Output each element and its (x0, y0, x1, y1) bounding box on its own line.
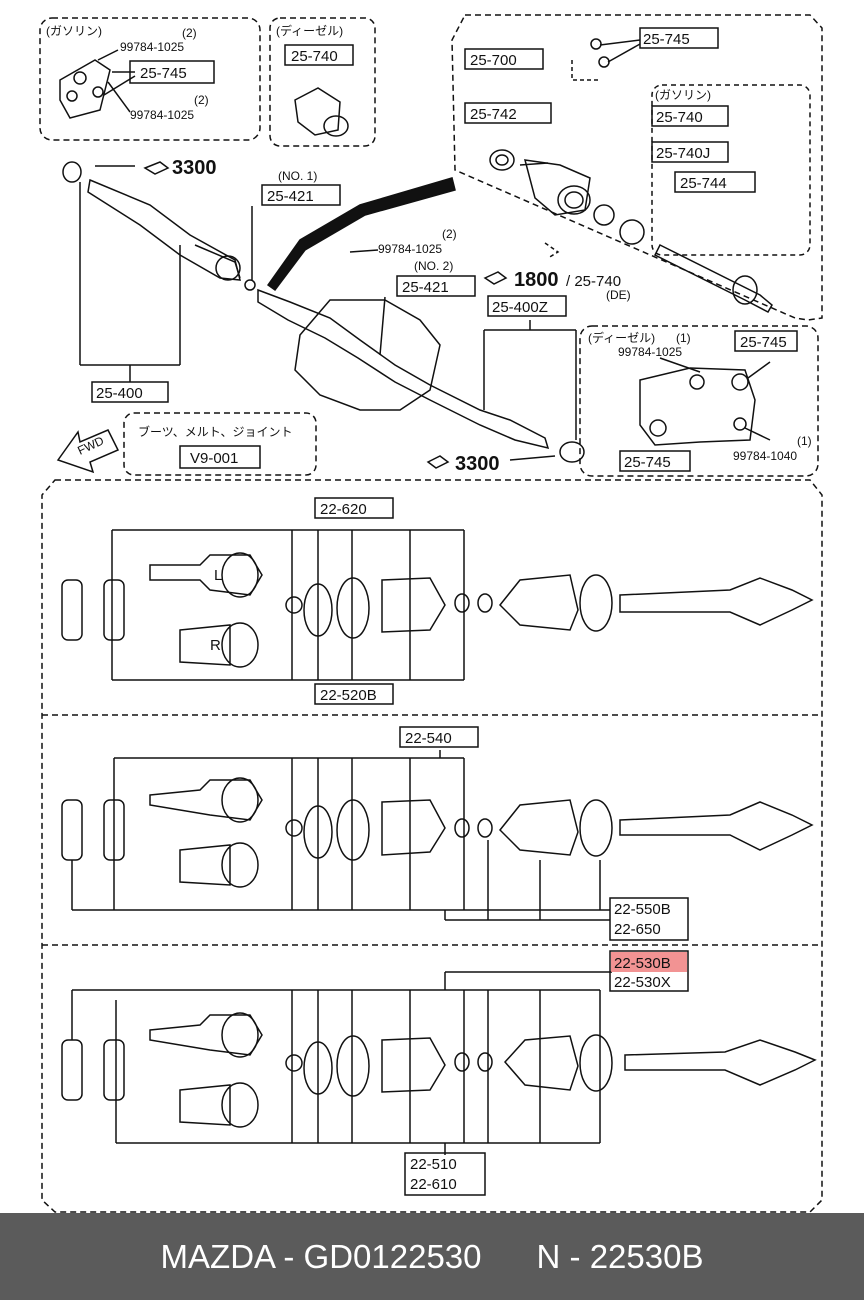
label-diesel: (ディーゼル) (276, 23, 343, 38)
diesel-bracket-box (269, 17, 376, 147)
label-gasoline: (ガソリン) (46, 24, 102, 38)
label-gasoline-2: (ガソリン) (655, 88, 711, 102)
label-22-530X: 22-530X (614, 974, 671, 991)
label-22-520B: 22-520B (320, 687, 377, 704)
diesel-bracket-box-2 (579, 325, 819, 477)
label-25-745-d: 25-745 (624, 454, 671, 471)
label-25-421-a: 25-421 (267, 188, 314, 205)
footer-part-number: N - 22530B (536, 1237, 704, 1275)
label-3300-a: 3300 (172, 157, 217, 179)
label-25-740-a: 25-740 (291, 48, 338, 65)
label-qty-2b: (2) (194, 93, 209, 107)
label-qty-1b: (1) (797, 434, 812, 448)
label-25-740J: 25-740J (656, 145, 710, 162)
label-25-740-b: 25-740 (656, 109, 703, 126)
boots-kit-box (123, 412, 317, 476)
label-22-650: 22-650 (614, 921, 661, 938)
highlight-22-530B (611, 952, 687, 972)
bearing-assembly-box (451, 14, 823, 321)
label-22-510: 22-510 (410, 1156, 457, 1173)
section-3-drawing (61, 971, 817, 1155)
label-25-400Z: 25-400Z (492, 299, 548, 316)
label-25-745-b: 25-745 (643, 31, 690, 48)
label-no2: (NO. 2) (414, 259, 453, 273)
label-diesel-2: (ディーゼル) (588, 330, 655, 345)
label-25-421-b: 25-421 (402, 279, 449, 296)
label-25-744: 25-744 (680, 175, 727, 192)
label-V9-001: V9-001 (190, 450, 238, 467)
section-1-drawing (61, 529, 814, 681)
label-no1: (NO. 1) (278, 169, 317, 183)
label-22-530B: 22-530B (614, 955, 671, 972)
label-qty-2a: (2) (182, 26, 197, 40)
label-25-700: 25-700 (470, 52, 517, 69)
label-bolt-1: 99784-1025 (120, 40, 184, 54)
footer-spacer (482, 1238, 537, 1276)
label-R: R (210, 637, 221, 654)
label-22-540: 22-540 (405, 730, 452, 747)
label-qty-2c: (2) (442, 227, 457, 241)
label-boots-kit: ブーツ、メルト、ジョイント (138, 424, 293, 439)
label-bolt-2: 99784-1025 (130, 108, 194, 122)
label-25-745-a: 25-745 (140, 65, 187, 82)
label-25-742: 25-742 (470, 106, 517, 123)
label-22-550B: 22-550B (614, 901, 671, 918)
part-number-footer: MAZDA - GD0122530 N - 22530B (0, 1213, 864, 1300)
label-qty-1a: (1) (676, 331, 691, 345)
label-22-610: 22-610 (410, 1176, 457, 1193)
label-3300-b: 3300 (455, 453, 500, 475)
label-1800: 1800 (514, 269, 559, 291)
footer-brand-part: MAZDA - GD0122530 (160, 1237, 482, 1275)
gasoline-bracket-box (39, 17, 261, 141)
parts-diagram: (ガソリン) (2) 99784-1025 25-745 (2) 99784-1… (39, 14, 823, 1213)
section-2-drawing (61, 750, 814, 921)
label-22-620: 22-620 (320, 501, 367, 518)
label-25-745-c: 25-745 (740, 334, 787, 351)
label-bolt-4: 99784-1025 (618, 345, 682, 359)
label-bolt-5: 99784-1040 (733, 449, 797, 463)
label-L: L (214, 567, 222, 584)
label-25-400: 25-400 (96, 385, 143, 402)
label-25-740-de: / 25-740 (566, 273, 621, 290)
label-bolt-3: 99784-1025 (378, 242, 442, 256)
label-de: (DE) (606, 288, 631, 302)
label-fwd: FWD (75, 433, 106, 457)
